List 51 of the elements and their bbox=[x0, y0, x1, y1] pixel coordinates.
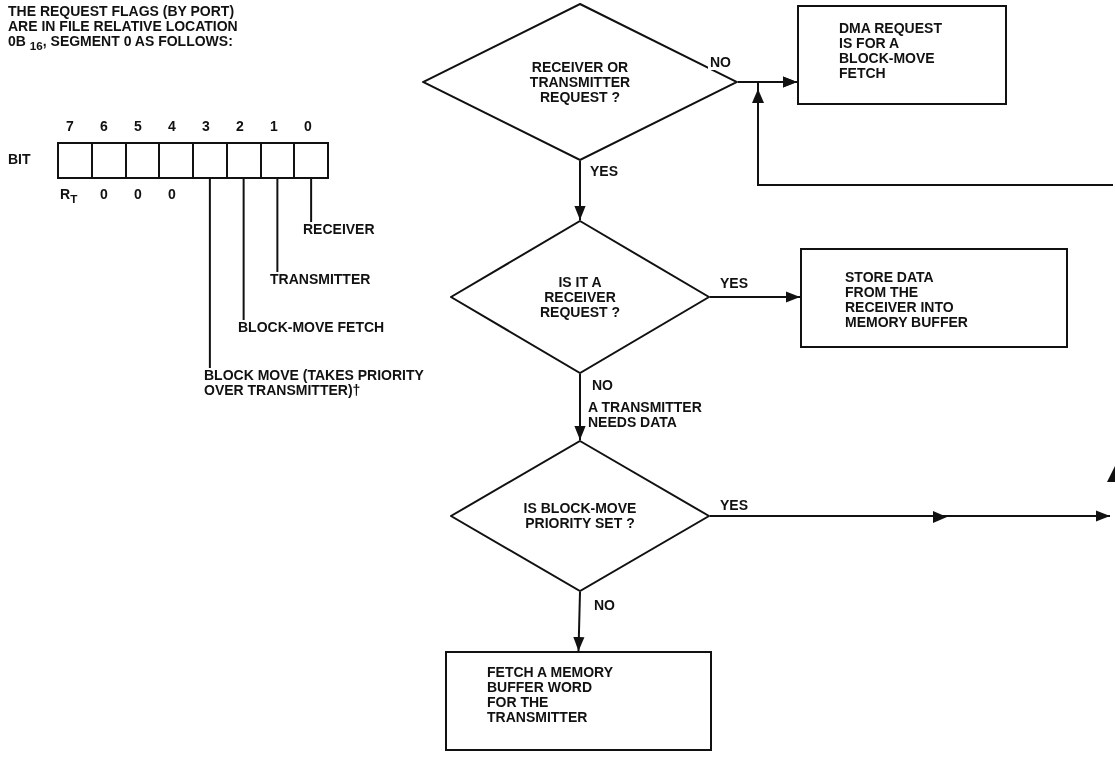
bit-number: 3 bbox=[202, 119, 210, 134]
leader-line bbox=[310, 178, 313, 223]
bit-number: 7 bbox=[66, 119, 74, 134]
edge-label: NO bbox=[590, 378, 615, 393]
bit-value: 0 bbox=[134, 187, 142, 202]
register-label: BIT bbox=[8, 152, 31, 167]
field-label: BLOCK-MOVE FETCH bbox=[238, 320, 428, 335]
arrow bbox=[573, 591, 585, 652]
arrow bbox=[574, 373, 586, 441]
bit-number: 2 bbox=[236, 119, 244, 134]
arrow bbox=[574, 160, 586, 221]
bit-number: 6 bbox=[100, 119, 108, 134]
bit-value: R$_{T}$ bbox=[60, 187, 78, 206]
process-box bbox=[445, 651, 712, 751]
node-text: DMA REQUEST IS FOR A BLOCK-MOVE FETCH bbox=[839, 21, 943, 81]
bit-number: 5 bbox=[134, 119, 142, 134]
process-box bbox=[797, 5, 1007, 105]
decision-diamond bbox=[450, 220, 710, 374]
bit-cell bbox=[192, 142, 228, 179]
decision-diamond bbox=[450, 440, 710, 592]
edge-label: YES bbox=[718, 276, 750, 291]
bit-cell bbox=[158, 142, 194, 179]
decision-diamond bbox=[422, 3, 738, 161]
bit-cell bbox=[225, 142, 262, 179]
leader-line bbox=[242, 178, 245, 321]
node-text: STORE DATA FROM THE RECEIVER INTO MEMORY BUFFER bbox=[845, 270, 969, 330]
node-text: IS BLOCK-MOVE PRIORITY SET ? bbox=[522, 501, 638, 531]
field-label: TRANSMITTER bbox=[270, 272, 420, 287]
bit-cell bbox=[90, 142, 127, 179]
note-text: THE REQUEST FLAGS (BY PORT) ARE IN FILE RELATIVE LOCATION 0B $_{16}$, SEGMENT 0 AS FOLLOWS: bbox=[8, 4, 239, 53]
node-text: IS IT A RECEIVER REQUEST ? bbox=[538, 274, 622, 320]
edge-label: NO bbox=[708, 55, 733, 70]
edge-label: YES bbox=[718, 498, 750, 513]
bit-value: 0 bbox=[100, 187, 108, 202]
process-box bbox=[800, 248, 1068, 348]
leader-line bbox=[208, 178, 211, 369]
bit-cell bbox=[293, 142, 329, 179]
edge-label: NO bbox=[592, 598, 617, 613]
bit-cell bbox=[57, 142, 93, 179]
bit-number: 4 bbox=[168, 119, 176, 134]
arrow bbox=[709, 291, 801, 303]
node-text: FETCH A MEMORY BUFFER WORD FOR THE TRANSMITTER bbox=[487, 665, 613, 725]
bit-number: 1 bbox=[270, 119, 278, 134]
edge-note: A TRANSMITTER NEEDS DATA bbox=[588, 400, 703, 430]
field-label: RECEIVER bbox=[303, 222, 423, 237]
bit-number: 0 bbox=[304, 119, 312, 134]
bit-value: 0 bbox=[168, 187, 176, 202]
field-label: BLOCK MOVE (TAKES PRIORITY OVER TRANSMITTER)† bbox=[204, 368, 434, 398]
leader-line bbox=[276, 178, 279, 273]
node-text: RECEIVER OR TRANSMITTER REQUEST ? bbox=[528, 59, 632, 105]
edge-label: YES bbox=[588, 164, 620, 179]
